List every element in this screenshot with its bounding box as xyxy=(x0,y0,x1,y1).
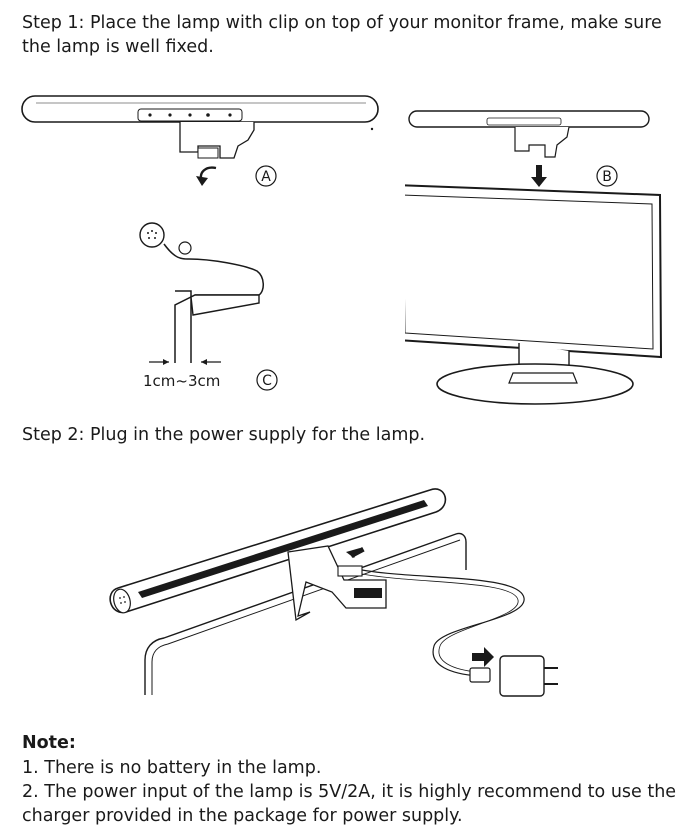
step1-instruction: Step 1: Place the lamp with clip on top … xyxy=(22,11,662,59)
step1-line1: Step 1: Place the lamp with clip on top … xyxy=(22,13,662,33)
figure-power-connection xyxy=(100,470,580,705)
step1-line2: the lamp is well fixed. xyxy=(22,37,214,57)
clip-gap-label: 1cm~3cm xyxy=(143,372,220,390)
figure-a-marker: A xyxy=(261,169,271,185)
note-line-3: charger provided in the package for powe… xyxy=(22,806,463,826)
note-title: Note: xyxy=(22,733,76,753)
note-line-2: 2. The power input of the lamp is 5V/2A,… xyxy=(22,782,677,802)
figure-c-marker: C xyxy=(262,373,272,389)
figure-b-marker: B xyxy=(602,169,612,185)
figure-b-monitor-mount: B xyxy=(405,105,670,405)
step2-instruction: Step 2: Plug in the power supply for the… xyxy=(22,425,426,445)
lamp-button-icons xyxy=(148,113,232,117)
note-line-1: 1. There is no battery in the lamp. xyxy=(22,758,322,778)
figure-c-clip-detail: 1cm~3cm C xyxy=(135,215,295,395)
figure-a-lamp-clip: A xyxy=(20,90,390,200)
